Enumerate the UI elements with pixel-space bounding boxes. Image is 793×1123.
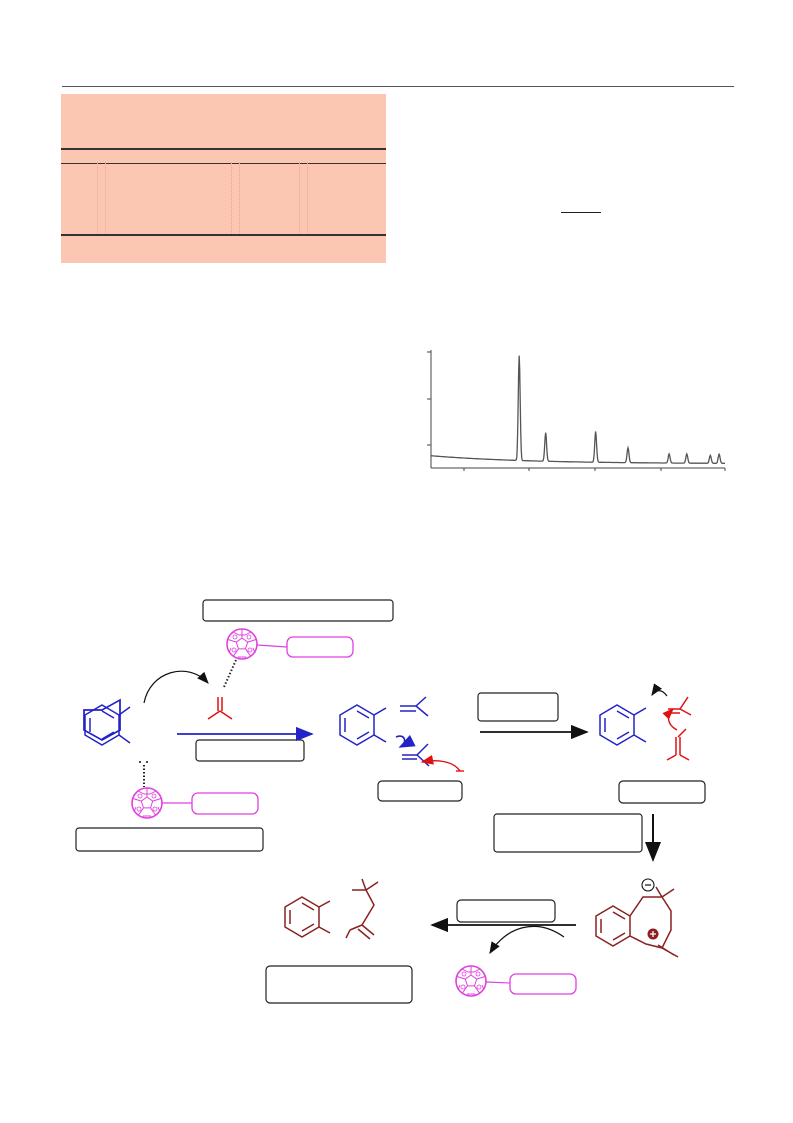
label-box xyxy=(202,599,394,622)
catalyst-label-box xyxy=(286,636,354,658)
reactant-molecule xyxy=(83,698,131,746)
label-box xyxy=(477,692,559,722)
intermediate-molecule xyxy=(339,704,387,746)
fullerene-cage-icon xyxy=(131,787,163,819)
curved-arrow-icon xyxy=(420,755,461,772)
table-header-rule xyxy=(61,163,386,164)
table-top-rule xyxy=(61,148,386,150)
table-bottom-rule xyxy=(61,234,386,236)
chromatogram-trace xyxy=(430,355,725,464)
curved-arrow-icon xyxy=(651,683,668,697)
curved-arrow-icon xyxy=(489,925,565,955)
curved-arrow-icon xyxy=(395,734,416,748)
curved-arrow-icon xyxy=(662,708,678,731)
label-box xyxy=(195,739,305,762)
product-molecule xyxy=(284,878,379,940)
label-box xyxy=(265,965,413,1004)
label-box xyxy=(456,899,556,923)
curved-arrow-icon xyxy=(143,670,209,704)
table-column-divider xyxy=(239,162,240,234)
table-column-divider xyxy=(299,162,300,234)
fullerene-cage-icon xyxy=(455,965,487,997)
adduct-molecule xyxy=(599,704,647,746)
reaction-scheme xyxy=(75,599,706,1004)
peak-markers xyxy=(519,361,719,458)
label-box xyxy=(75,827,264,852)
zwitterion-molecule xyxy=(595,886,679,958)
table-column-divider xyxy=(231,162,232,234)
label-box xyxy=(618,780,706,804)
table-panel xyxy=(61,94,386,263)
table-column-divider xyxy=(97,162,98,234)
catalyst-label-box xyxy=(191,792,259,815)
table-column-divider xyxy=(105,162,106,234)
fullerene-cage-icon xyxy=(226,628,258,660)
alkene-molecule xyxy=(207,697,233,720)
table-column-divider xyxy=(307,162,308,234)
equation-fraction-bar xyxy=(561,212,601,214)
header-rule xyxy=(62,86,734,87)
catalyst-label-box xyxy=(509,973,577,995)
chromatogram-chart xyxy=(427,350,726,471)
label-box xyxy=(493,813,643,853)
chart-axes xyxy=(427,350,726,471)
label-box xyxy=(377,780,463,802)
